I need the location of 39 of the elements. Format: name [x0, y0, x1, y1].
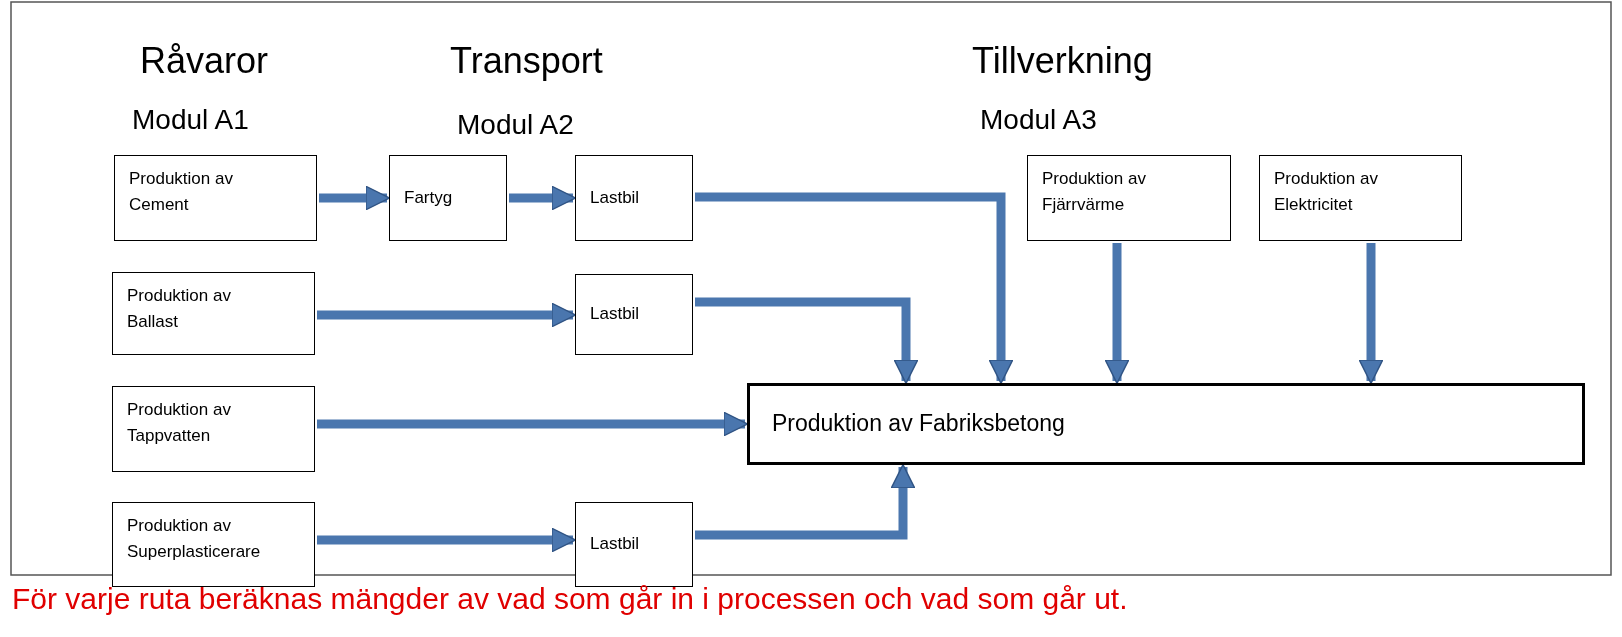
block-arrow	[317, 411, 749, 437]
phase-heading: Transport	[450, 40, 603, 83]
process-box	[747, 383, 1585, 465]
block-arrow	[317, 527, 577, 553]
box-label: Fartyg	[404, 186, 453, 209]
process-box	[112, 272, 315, 355]
block-arrow	[1104, 243, 1130, 385]
process-box	[575, 155, 693, 241]
box-label: Produktion av Fjärrvärme	[1042, 168, 1147, 217]
block-arrow	[509, 185, 577, 211]
box-label: Produktion av Ballast	[127, 285, 232, 334]
process-box	[112, 502, 315, 587]
process-box	[1259, 155, 1462, 241]
box-label: Produktion av Fabriksbetong	[772, 409, 1065, 439]
process-box	[389, 155, 507, 241]
block-arrow	[317, 302, 577, 328]
process-box	[114, 155, 317, 241]
phase-heading: Råvaror	[140, 40, 269, 83]
phase-heading: Tillverkning	[972, 40, 1153, 83]
box-label: Produktion av Elektricitet	[1274, 168, 1379, 217]
process-box	[1027, 155, 1231, 241]
block-arrow	[1358, 243, 1384, 385]
box-label: Produktion av Tappvatten	[127, 399, 232, 448]
module-label: Modul A3	[980, 104, 1097, 137]
box-label: Lastbil	[590, 303, 640, 326]
process-box	[575, 502, 693, 587]
note-text: För varje ruta beräknas mängder av vad som går in i processen och vad som går ut.	[12, 582, 1128, 616]
module-label: Modul A2	[457, 109, 574, 142]
box-label: Produktion av Superplasticerare	[127, 515, 262, 564]
box-label: Produktion av Cement	[129, 168, 234, 217]
module-label: Modul A1	[132, 104, 249, 137]
box-label: Lastbil	[590, 533, 640, 556]
block-arrow	[695, 297, 919, 385]
block-arrow	[695, 463, 916, 540]
block-arrow	[695, 192, 1014, 385]
process-box	[112, 386, 315, 472]
process-box	[575, 274, 693, 355]
block-arrow	[319, 185, 391, 211]
box-label: Lastbil	[590, 186, 640, 209]
